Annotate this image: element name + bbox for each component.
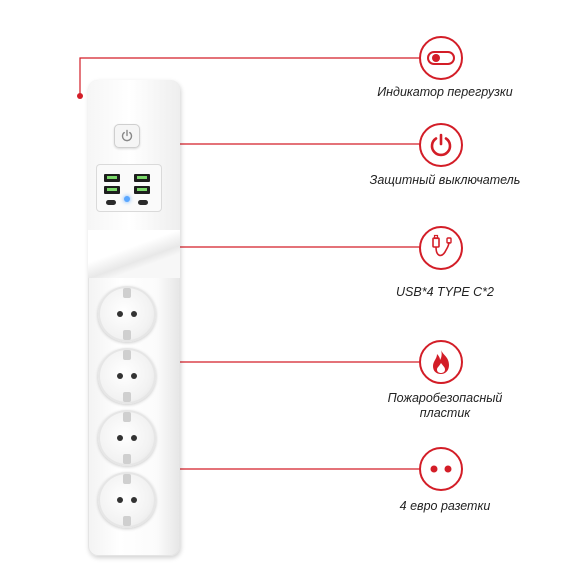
- feature-label-plastic-line2: пластик: [419, 406, 471, 420]
- feature-label-overload: Индикатор перегрузки: [377, 85, 513, 99]
- euro-socket: [98, 286, 156, 342]
- usb-port-panel: [96, 164, 162, 212]
- feature-label-usb: USB*4 TYPE C*2: [396, 285, 494, 299]
- usb-cable-icon: [419, 226, 463, 270]
- fire-icon: [419, 340, 463, 384]
- power-strip: [88, 80, 180, 556]
- indicator-led: [124, 196, 130, 202]
- connector-line-overload: [79, 57, 420, 96]
- power-icon: [419, 123, 463, 167]
- usb-a-port: [104, 186, 120, 194]
- usb-c-port: [138, 200, 148, 205]
- feature-label-switch: Защитный выключатель: [369, 173, 521, 187]
- usb-a-port: [134, 174, 150, 182]
- feature-label-sockets: 4 евро разетки: [399, 499, 491, 513]
- usb-a-port: [134, 186, 150, 194]
- connector-dot-overload: [77, 93, 83, 99]
- euro-socket: [98, 410, 156, 466]
- usb-a-port: [104, 174, 120, 182]
- strip-diagonal-panel: [88, 230, 180, 278]
- socket-holes-icon: [419, 447, 463, 491]
- strip-top-panel: [88, 80, 180, 240]
- euro-socket: [98, 472, 156, 528]
- feature-label-plastic-line1: Пожаробезопасный: [387, 391, 503, 405]
- usb-c-port: [106, 200, 116, 205]
- power-button: [114, 124, 140, 148]
- power-symbol-icon: [121, 129, 133, 142]
- feature-label-plastic: Пожаробезопасный пластик: [360, 391, 530, 421]
- euro-socket: [98, 348, 156, 404]
- toggle-switch-icon: [419, 36, 463, 80]
